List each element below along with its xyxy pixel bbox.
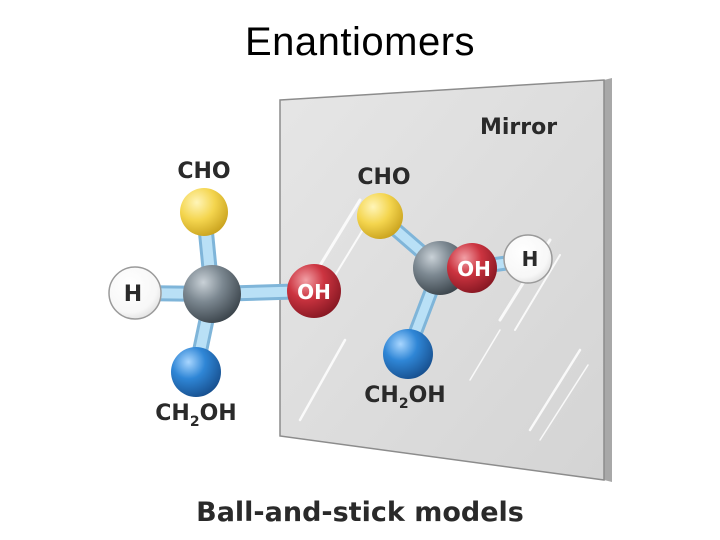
left-hydroxymethyl-atom [171, 347, 221, 397]
right-label-hydrogen: H [522, 247, 539, 271]
right-aldehyde-atom [357, 193, 403, 239]
left-label-hydrogen: H [124, 282, 142, 307]
left-label-top: CHO [177, 159, 230, 184]
right-hydroxymethyl-atom [383, 329, 433, 379]
mirror-edge [604, 78, 612, 482]
caption: Ball-and-stick models [196, 497, 524, 528]
slide-title: Enantiomers [244, 20, 476, 64]
right-label-hydroxyl: OH [457, 257, 491, 281]
right-molecule: CHO OH H CH2OH [357, 165, 553, 412]
left-aldehyde-atom [180, 188, 228, 236]
right-label-top: CHO [357, 165, 410, 190]
left-hydroxyl-atom [287, 264, 341, 318]
right-hydroxyl-atom [447, 243, 497, 293]
left-molecule: CHO H OH CH2OH [108, 159, 341, 430]
left-carbon-atom [183, 265, 241, 323]
left-label-bottom: CH2OH [155, 401, 236, 430]
mirror-label: Mirror [480, 115, 557, 140]
left-label-hydroxyl: OH [297, 280, 331, 304]
right-hydrogen-atom [503, 234, 553, 284]
right-label-bottom: CH2OH [364, 383, 445, 412]
left-hydrogen-atom [108, 266, 162, 320]
